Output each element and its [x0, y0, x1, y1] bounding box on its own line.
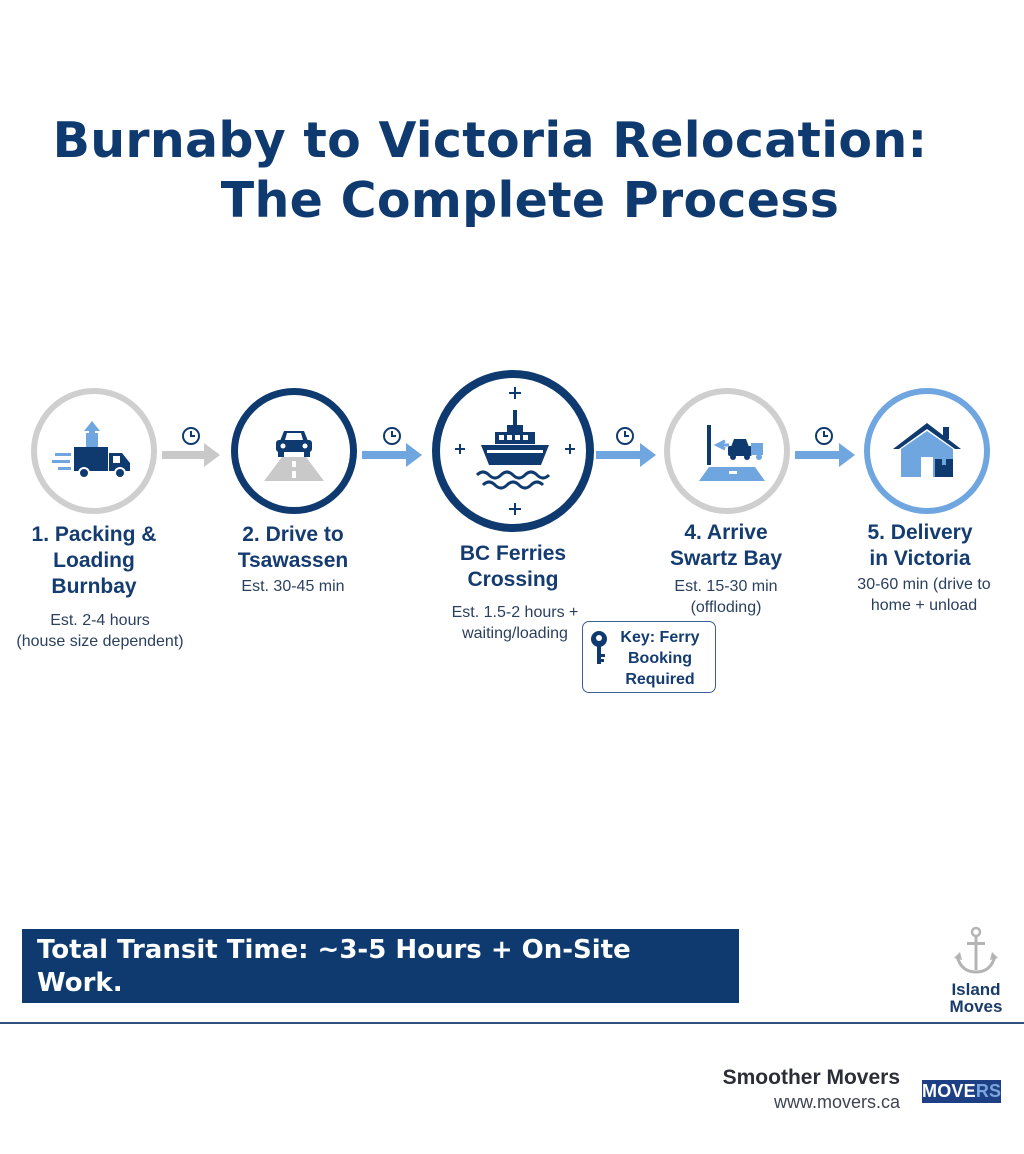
moving-truck-icon [52, 421, 130, 479]
clock-icon [182, 427, 200, 445]
page-title-line-2: The Complete Process [220, 172, 840, 229]
house-delivery-icon [893, 423, 961, 477]
step-2-label: 2. Drive to Tsawassen [237, 523, 349, 572]
step-arrow-4 [795, 443, 855, 467]
key-note-text: Key: Ferry Booking Required [620, 629, 700, 688]
clock-icon [383, 427, 401, 445]
page-title-line-1: Burnaby to Victoria Relocation: [52, 112, 928, 169]
car-on-road-icon [264, 431, 324, 481]
step-arrow-1 [162, 443, 220, 467]
clock-icon [815, 427, 833, 445]
ferry-booking-key-note: Key: Ferry Booking Required [582, 621, 716, 693]
movers-logo-part-b: RS [975, 1081, 1002, 1101]
step-4-circle [664, 388, 790, 514]
step-5-circle [864, 388, 990, 514]
step-5-note: 30-60 min (drive to home + unload [857, 576, 991, 614]
island-moves-logo: Island Moves [940, 926, 1012, 1015]
step-4-note: Est. 15-30 min (offloding) [674, 578, 778, 616]
step-3-circle [432, 370, 594, 532]
clock-icon [616, 427, 634, 445]
movers-logo-part-a: MOVE [922, 1081, 976, 1101]
step-3-label: BC Ferries Crossing [459, 542, 567, 591]
step-1-note: Est. 2-4 hours (house size dependent) [16, 612, 184, 650]
key-icon [591, 631, 607, 664]
banner-line-2: Logiistical Challenge: Ferry Schedule & … [37, 1001, 613, 1064]
step-arrow-3 [596, 443, 656, 467]
step-2-circle [231, 388, 357, 514]
movers-logo: MOVERS [922, 1080, 1001, 1103]
company-website: www.movers.ca [773, 1092, 900, 1112]
step-1-circle [31, 388, 157, 514]
summary-banner: Total Transit Time: ~3-5 Hours + On-Site… [22, 929, 739, 1064]
footer-divider [0, 1022, 1024, 1024]
step-5-label: 5. Delivery in Victoria [867, 521, 973, 570]
anchor-icon [954, 926, 998, 974]
island-moves-text: Island Moves [949, 980, 1003, 1016]
ferry-icon [455, 387, 575, 515]
vehicles-offloading-icon [699, 425, 765, 481]
step-1-label: 1. Packing & Loading Burnbay [31, 523, 157, 598]
company-name: Smoother Movers [722, 1066, 900, 1089]
banner-line-1: Total Transit Time: ~3-5 Hours + On-Site… [37, 935, 631, 998]
step-3-note: Est. 1.5-2 hours + waiting/loading [451, 604, 579, 642]
step-arrow-2 [362, 443, 422, 467]
step-2-note: Est. 30-45 min [241, 578, 345, 595]
step-4-label: 4. Arrive Swartz Bay [669, 521, 783, 570]
